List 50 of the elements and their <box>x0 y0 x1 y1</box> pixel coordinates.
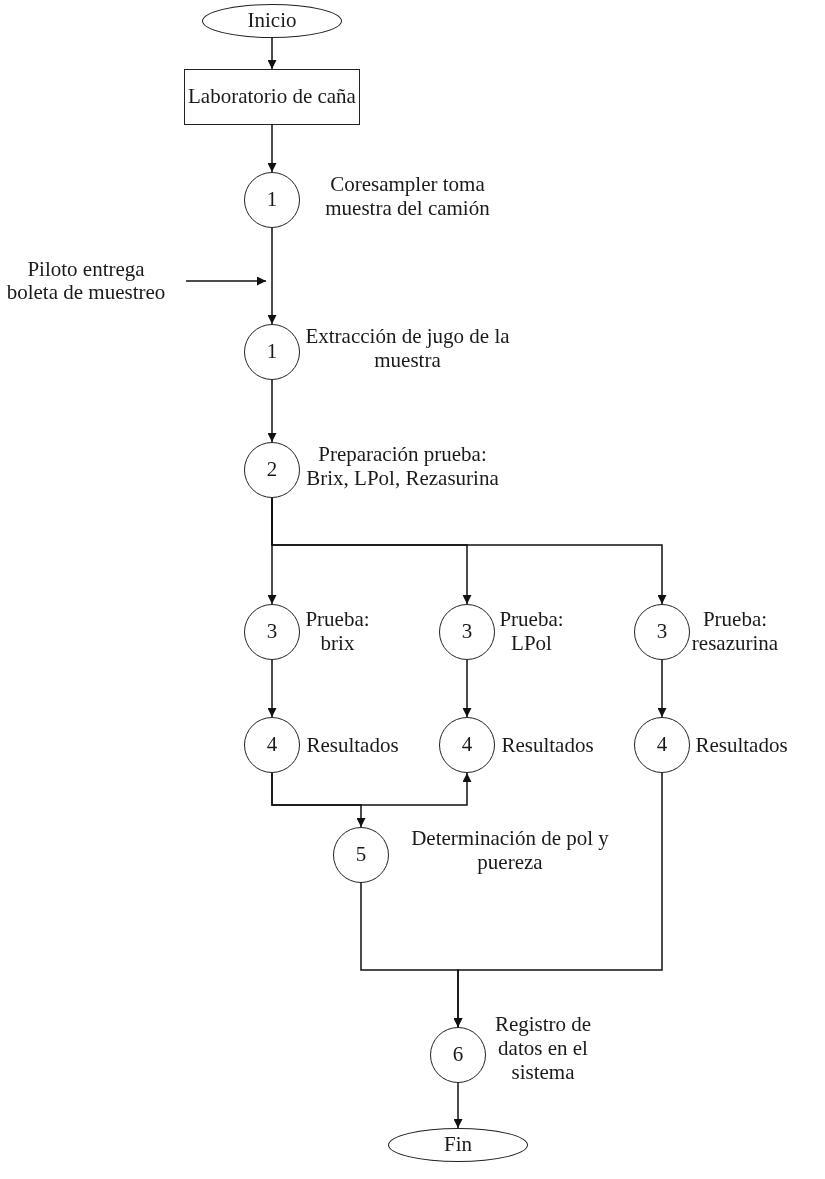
step-circle <box>634 604 690 660</box>
arrow <box>271 497 667 605</box>
step-description: Coresampler toma muestra del camión <box>324 172 491 221</box>
step-circle <box>244 172 300 228</box>
step-label: 1 <box>266 188 278 212</box>
step-label: 3 <box>461 620 473 644</box>
arrow <box>267 227 277 325</box>
step-label: 4 <box>656 733 668 757</box>
arrow <box>462 659 472 718</box>
arrow <box>453 1082 463 1129</box>
step-description: Determinación de pol y puereza <box>410 826 610 875</box>
step-description: Resultados <box>694 733 789 758</box>
step-description: Prueba: brix <box>304 607 371 656</box>
step-label: 3 <box>266 620 278 644</box>
step-circle <box>244 324 300 380</box>
step-circle <box>244 717 300 773</box>
step-description: Extracción de jugo de la muestra <box>305 324 510 373</box>
step-circle <box>333 827 389 883</box>
step-label: 4 <box>461 733 473 757</box>
step-description: Resultados <box>305 733 400 758</box>
step-description: Prueba: resazurina <box>690 607 780 656</box>
step-circle <box>244 604 300 660</box>
step-description: Resultados <box>500 733 595 758</box>
arrow <box>267 379 277 443</box>
step-label: 1 <box>266 340 278 364</box>
step-label: Laboratorio de caña <box>188 85 356 109</box>
step-label: Inicio <box>247 9 297 33</box>
note-text: Piloto entrega boleta de muestreo <box>6 241 166 321</box>
step-description: Prueba: LPol <box>498 607 565 656</box>
step-label: 5 <box>355 843 367 867</box>
step-label: 2 <box>266 458 278 482</box>
step-circle <box>439 717 495 773</box>
arrow <box>267 37 277 70</box>
step-circle <box>430 1027 486 1083</box>
step-label: 3 <box>656 620 668 644</box>
step-circle <box>439 604 495 660</box>
arrow <box>453 772 663 1028</box>
step-description: Preparación prueba: Brix, LPol, Rezasurina <box>305 442 500 491</box>
arrow <box>185 276 267 286</box>
arrow <box>271 772 366 828</box>
step-label: 4 <box>266 733 278 757</box>
step-description: Registro de datos en el sistema <box>493 1012 593 1085</box>
step-label: 6 <box>452 1043 464 1067</box>
step-circle <box>634 717 690 773</box>
process-box <box>184 69 360 125</box>
arrow <box>657 659 667 718</box>
step-label: Fin <box>444 1133 472 1157</box>
arrow <box>267 124 277 173</box>
arrow <box>267 659 277 718</box>
step-circle <box>244 442 300 498</box>
